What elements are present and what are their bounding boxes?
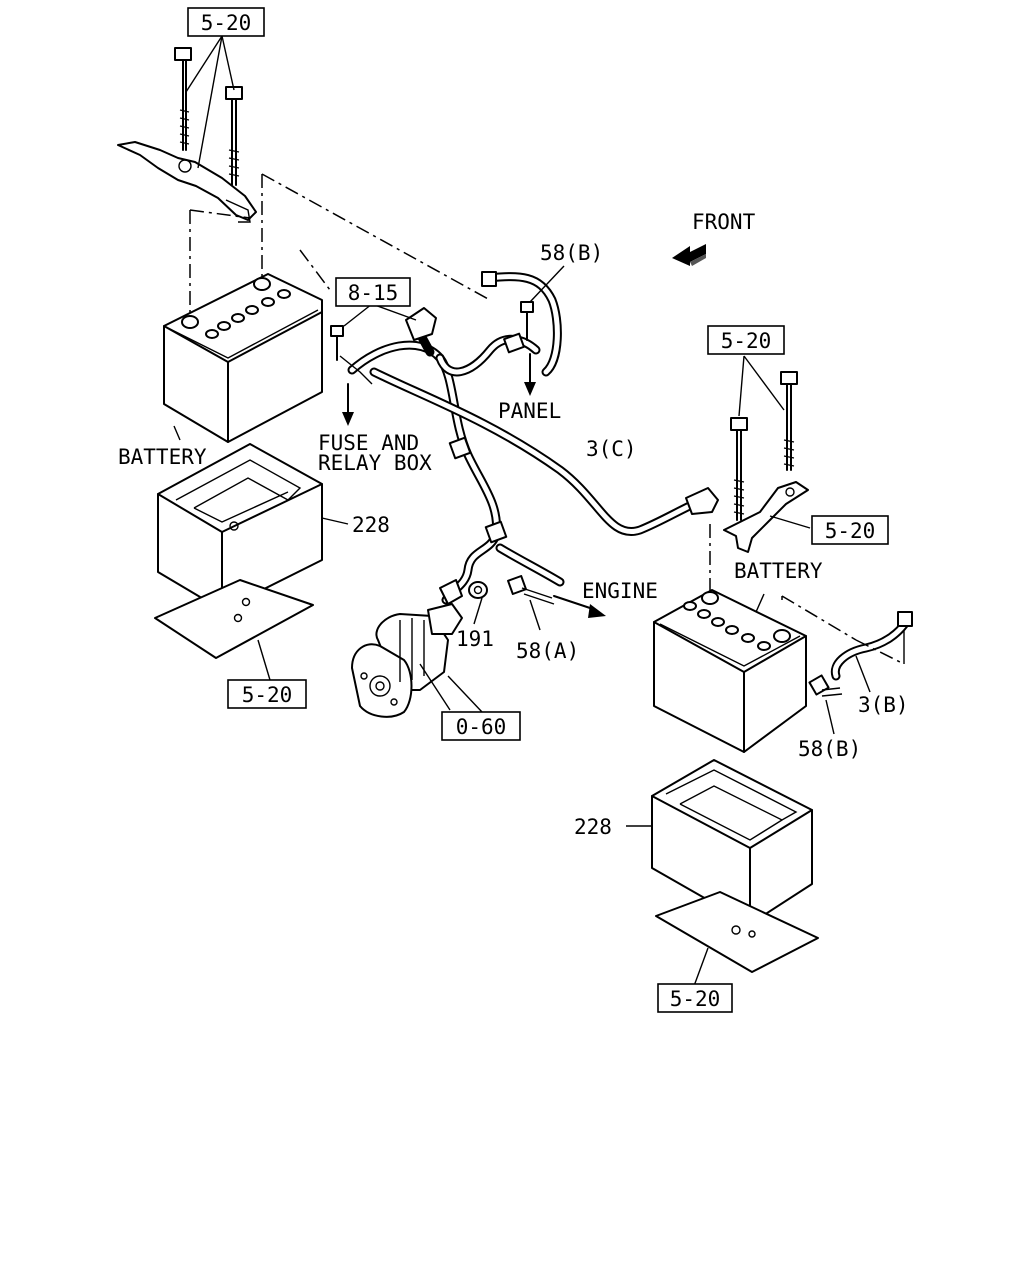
leader-5-20-top-left bbox=[185, 35, 235, 169]
ref-box-0-60: 0-60 bbox=[441, 711, 521, 741]
starter-terminal bbox=[439, 579, 463, 605]
left-hold-down-bolts bbox=[174, 47, 243, 186]
battery-right-label: BATTERY bbox=[734, 559, 823, 583]
ref-box-5-20-right-tray: 5-20 bbox=[657, 983, 733, 1013]
fuse-relay-label-line2: RELAY BOX bbox=[318, 451, 432, 475]
panel-arrow bbox=[524, 353, 536, 396]
front-arrow-icon bbox=[672, 244, 706, 266]
bolt-58a bbox=[507, 575, 555, 631]
nut-191 bbox=[468, 581, 488, 625]
ref-box-8-15: 8-15 bbox=[335, 277, 411, 307]
fuse-box-arrow bbox=[342, 383, 354, 426]
fuse-relay-label-line1: FUSE AND bbox=[318, 431, 419, 455]
right-battery-tray bbox=[626, 759, 813, 925]
bolt-58b-right bbox=[808, 674, 843, 735]
ref-box-5-20-right-bracket: 5-20 bbox=[811, 515, 889, 545]
svg-text:5-20: 5-20 bbox=[242, 683, 293, 707]
ref-box-5-20-top-left: 5-20 bbox=[187, 7, 265, 37]
left-hold-down-bracket bbox=[117, 141, 257, 223]
front-label: FRONT bbox=[692, 210, 756, 234]
alignment-lines-left bbox=[189, 173, 491, 320]
left-battery bbox=[163, 273, 323, 443]
leader-8-15 bbox=[343, 303, 417, 327]
left-tray-mat bbox=[154, 579, 314, 681]
ref-box-5-20-left-tray: 5-20 bbox=[227, 679, 307, 709]
part-58b-top-label: 58(B) bbox=[540, 241, 603, 265]
engine-label: ENGINE bbox=[582, 579, 658, 603]
part-58b-right-label: 58(B) bbox=[798, 737, 861, 761]
ref-box-5-20-right-top: 5-20 bbox=[707, 325, 785, 355]
leader-0-60 bbox=[447, 675, 483, 713]
part-3c-label: 3(C) bbox=[586, 437, 637, 461]
right-hold-down-bracket bbox=[723, 481, 811, 553]
part-191-label: 191 bbox=[456, 627, 494, 651]
panel-label: PANEL bbox=[498, 399, 561, 423]
part-228-left-label: 228 bbox=[352, 513, 390, 537]
engine-arrow bbox=[553, 595, 606, 618]
svg-text:5-20: 5-20 bbox=[721, 329, 772, 353]
starter-motor bbox=[351, 603, 463, 718]
battery-left-label: BATTERY bbox=[118, 445, 207, 469]
left-battery-tray bbox=[157, 443, 349, 611]
part-3b-label: 3(B) bbox=[858, 693, 909, 717]
part-58a-label: 58(A) bbox=[516, 639, 579, 663]
svg-text:5-20: 5-20 bbox=[825, 519, 876, 543]
part-228-right-label: 228 bbox=[574, 815, 612, 839]
right-tray-mat bbox=[655, 891, 819, 987]
svg-text:5-20: 5-20 bbox=[670, 987, 721, 1011]
svg-text:0-60: 0-60 bbox=[456, 715, 507, 739]
main-cable-harness bbox=[347, 271, 719, 605]
right-hold-down-bolts bbox=[730, 355, 798, 521]
svg-text:8-15: 8-15 bbox=[348, 281, 399, 305]
svg-text:5-20: 5-20 bbox=[201, 11, 252, 35]
cable-3b bbox=[830, 611, 913, 693]
fuse-box-bolt bbox=[330, 325, 373, 385]
panel-bolt-58b bbox=[520, 265, 565, 341]
right-battery bbox=[653, 524, 857, 753]
